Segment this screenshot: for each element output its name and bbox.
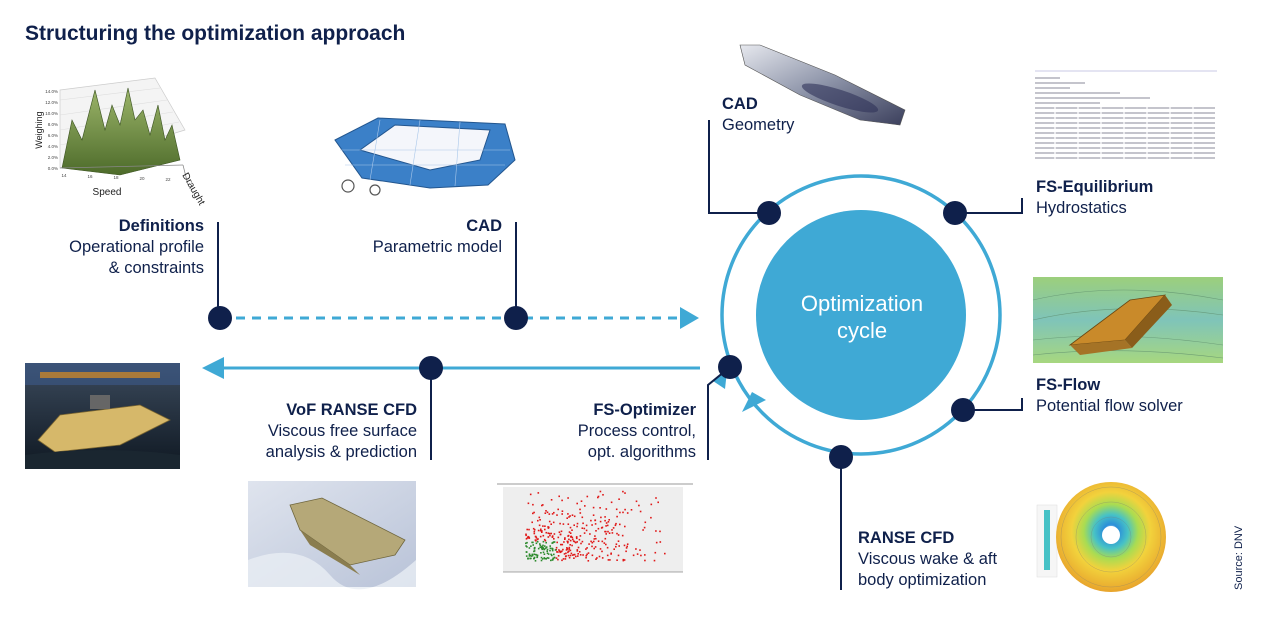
towing-tank-thumbnail: [25, 363, 180, 469]
fs-equilibrium-label: FS-Equilibrium Hydrostatics: [1036, 177, 1153, 219]
optimizer-scatter-thumbnail: [497, 483, 693, 580]
cycle-center-line2: cycle: [836, 318, 888, 343]
ytick-5: 4.0%: [48, 144, 58, 149]
definitions-line2: & constraints: [108, 259, 204, 277]
ytick-3: 8.0%: [48, 122, 58, 127]
fs-flow-thumbnail: [1032, 277, 1224, 363]
fs-optimizer-line1: Process control,: [577, 422, 696, 440]
ranse-cfd-line2: body optimization: [858, 571, 987, 589]
cad-geometry-thumbnail: [739, 44, 906, 126]
definitions-heading: Definitions: [118, 217, 204, 235]
cycle-center-disc: [756, 210, 966, 420]
vof-ranse-line2: analysis & prediction: [265, 443, 417, 461]
xtick-0: 14: [61, 173, 67, 178]
ranse-wake-thumbnail: [1036, 482, 1166, 592]
definitions-label: Definitions Operational profile & constr…: [69, 216, 204, 279]
cad-geometry-heading: CAD: [722, 95, 758, 113]
xtick-4: 22: [165, 177, 171, 182]
xtick-3: 20: [139, 176, 145, 181]
ytick-2: 10.0%: [45, 111, 58, 116]
ytick-0: 14.0%: [45, 89, 58, 94]
ytick-1: 12.0%: [45, 100, 58, 105]
fs-optimizer-line2: opt. algorithms: [587, 443, 696, 461]
source-credit: Source: DNV: [1233, 525, 1245, 590]
definitions-line1: Operational profile: [69, 238, 204, 256]
node-dots: [208, 201, 975, 469]
connector-lines: [217, 120, 1023, 590]
ranse-cfd-label: RANSE CFD Viscous wake & aft body optimi…: [858, 528, 997, 591]
fs-equilibrium-thumbnail: [1035, 70, 1217, 162]
dashed-arrowhead: [680, 307, 699, 329]
ring-arrowhead-bottom: [742, 392, 766, 412]
ytick-6: 2.0%: [48, 155, 58, 160]
chart-xlabel: Speed: [93, 187, 122, 198]
fs-optimizer-label: FS-Optimizer Process control, opt. algor…: [578, 400, 696, 463]
cad-geometry-line1: Geometry: [722, 116, 795, 134]
ranse-cfd-line1: Viscous wake & aft: [858, 550, 998, 568]
cad-parametric-thumbnail: [334, 117, 516, 196]
page-title: Structuring the optimization approach: [25, 22, 406, 45]
ranse-cfd-heading: RANSE CFD: [858, 529, 955, 547]
xtick-2: 18: [113, 175, 119, 180]
return-arrowhead: [202, 357, 224, 379]
vof-ranse-thumbnail: [248, 481, 416, 590]
vof-ranse-heading: VoF RANSE CFD: [286, 401, 417, 419]
xtick-1: 16: [87, 174, 93, 179]
cycle-center-line1: Optimization: [800, 291, 924, 316]
vof-ranse-label: VoF RANSE CFD Viscous free surface analy…: [266, 400, 417, 463]
chart-ylabel: Weighing: [34, 111, 44, 148]
cycle-center-label: Optimization cycle: [757, 290, 967, 344]
cad-parametric-label: CAD Parametric model: [373, 216, 502, 258]
cad-geometry-label: CAD Geometry: [722, 94, 794, 136]
fs-flow-label: FS-Flow Potential flow solver: [1036, 375, 1183, 417]
weighting-chart-thumbnail: 14.0% 12.0% 10.0% 8.0% 6.0% 4.0% 2.0% 0.…: [34, 77, 207, 208]
ytick-4: 6.0%: [48, 133, 58, 138]
chart-zlabel: Draught: [179, 171, 206, 208]
cad-parametric-line1: Parametric model: [372, 238, 502, 256]
cycle-ring: [720, 174, 1002, 456]
scatter-points: [525, 490, 666, 562]
fs-equilibrium-line1: Hydrostatics: [1036, 199, 1127, 217]
vof-ranse-line1: Viscous free surface: [267, 422, 417, 440]
fs-optimizer-heading: FS-Optimizer: [593, 401, 696, 419]
fs-flow-heading: FS-Flow: [1036, 376, 1101, 394]
fs-equilibrium-heading: FS-Equilibrium: [1036, 178, 1154, 196]
fs-flow-line1: Potential flow solver: [1036, 397, 1183, 415]
ytick-7: 0.0%: [48, 166, 58, 171]
cad-parametric-heading: CAD: [466, 217, 502, 235]
